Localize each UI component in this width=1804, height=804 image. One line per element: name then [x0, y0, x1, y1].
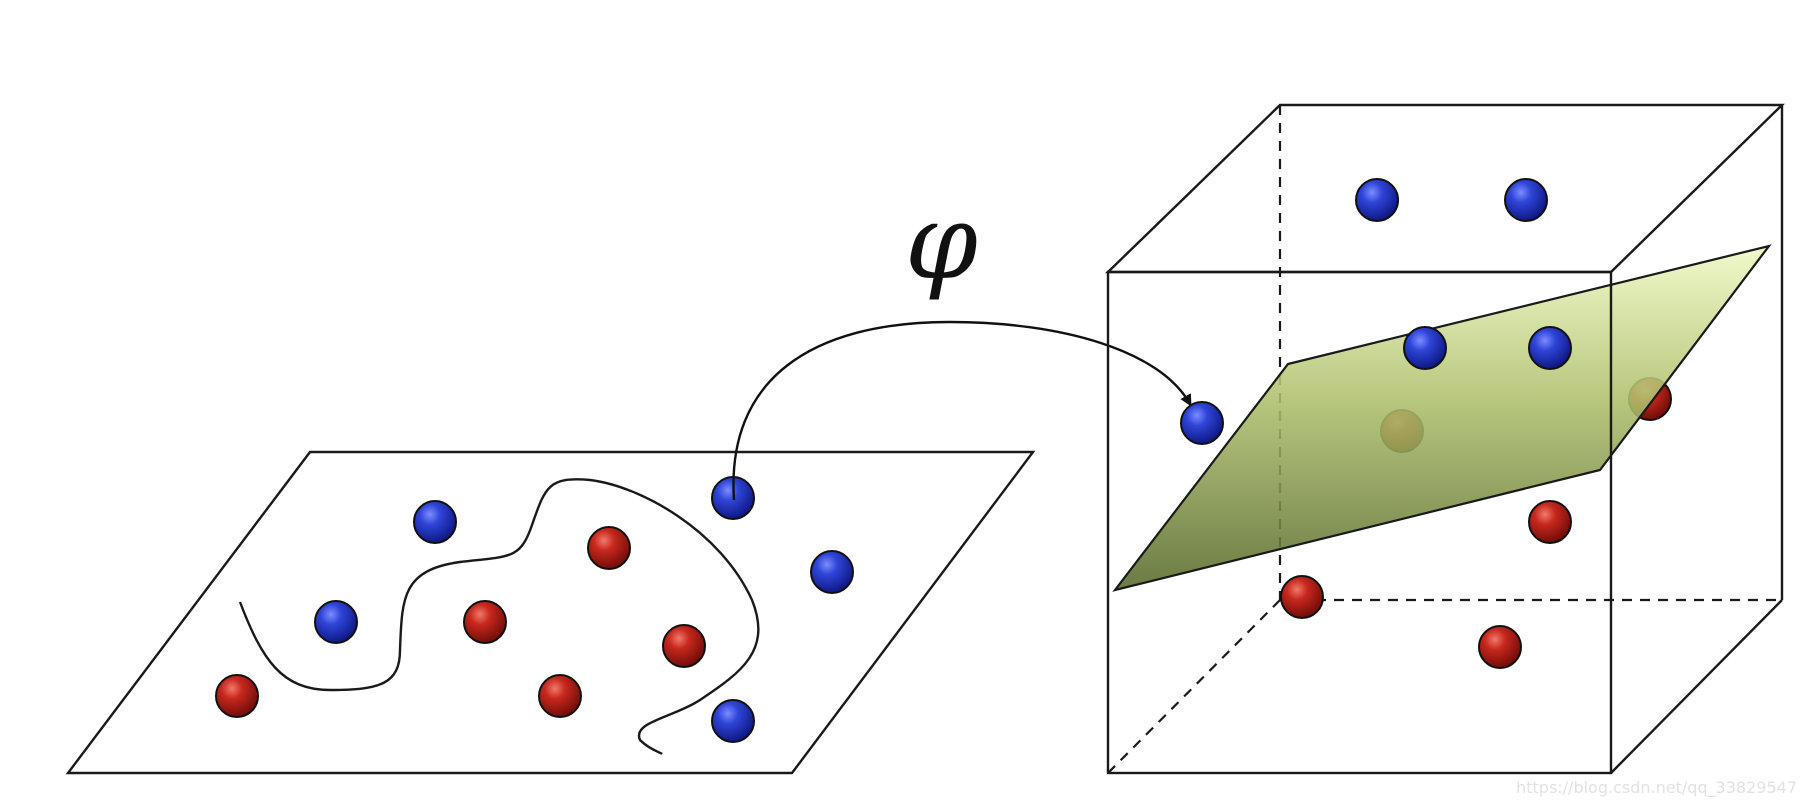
feature-mapping: φ [732, 181, 1192, 501]
feature-blue-point [1355, 178, 1399, 222]
input-red-point [538, 674, 582, 718]
separating-hyperplane [1112, 244, 1772, 592]
feature-red-point [1528, 500, 1572, 544]
feature-blue-points-plane [1180, 326, 1572, 445]
feature-blue-point [1504, 178, 1548, 222]
feature-red-point [1478, 625, 1522, 669]
input-space-plane [65, 450, 1036, 775]
input-red-point [463, 600, 507, 644]
input-red-point [587, 526, 631, 570]
input-blue-point [711, 699, 755, 743]
watermark-text: https://blog.csdn.net/qq_33829547 [1516, 778, 1797, 798]
input-red-point [662, 624, 706, 668]
feature-red-point [1280, 575, 1324, 619]
cube-front-face [1106, 270, 1613, 775]
input-space [65, 450, 1036, 775]
input-blue-point [314, 600, 358, 644]
feature-blue-point [1403, 326, 1447, 370]
feature-blue-point [1528, 326, 1572, 370]
input-red-points [215, 526, 706, 718]
input-blue-points [314, 476, 854, 743]
feature-red-points-below [1280, 500, 1572, 669]
feature-blue-points-top [1355, 178, 1548, 222]
feature-space [1105, 103, 1785, 775]
input-blue-point [413, 500, 457, 544]
cube-hidden-edges [1107, 105, 1782, 774]
mapping-phi-label: φ [905, 181, 978, 303]
input-red-point [215, 674, 259, 718]
mapping-arrow [732, 320, 1192, 501]
nonlinear-decision-boundary [238, 478, 760, 755]
input-blue-point [810, 550, 854, 594]
feature-blue-point [1180, 401, 1224, 445]
